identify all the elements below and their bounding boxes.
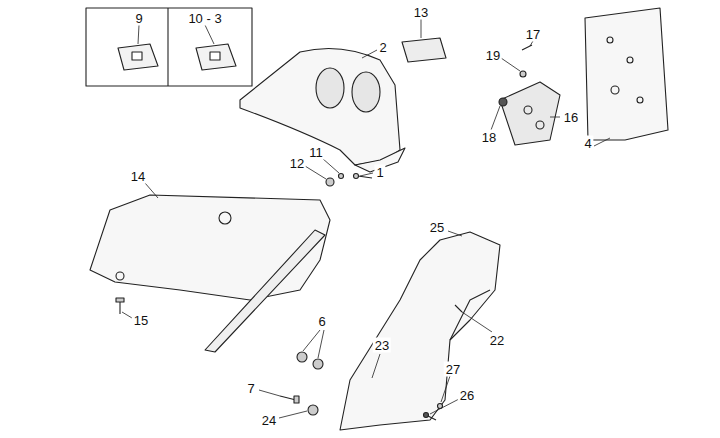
callout-number: 4: [582, 136, 593, 151]
callout-number: 13: [412, 5, 430, 20]
callout-number: 2: [377, 40, 388, 55]
callout-number: 7: [245, 381, 256, 396]
callout-number: 26: [458, 388, 476, 403]
callout-number: 19: [484, 48, 502, 63]
callout-number: 15: [132, 313, 150, 328]
callout-number: 1: [374, 165, 385, 180]
callout-number: 9: [133, 11, 144, 26]
callout-number: 6: [316, 314, 327, 329]
callout-number: 27: [444, 362, 462, 377]
callout-number: 11: [307, 145, 325, 160]
leader-lines: [122, 19, 610, 418]
callout-number: 22: [488, 333, 506, 348]
callout-number: 18: [480, 130, 498, 145]
inset-box: [86, 8, 252, 86]
callout-number: 14: [129, 169, 147, 184]
callout-number: 17: [524, 27, 542, 42]
callout-number: 24: [260, 413, 278, 428]
callout-number: 16: [562, 110, 580, 125]
callout-number: 10 - 3: [186, 11, 223, 26]
callout-number: 12: [288, 156, 306, 171]
callout-number: 23: [373, 338, 391, 353]
callout-number: 25: [428, 220, 446, 235]
